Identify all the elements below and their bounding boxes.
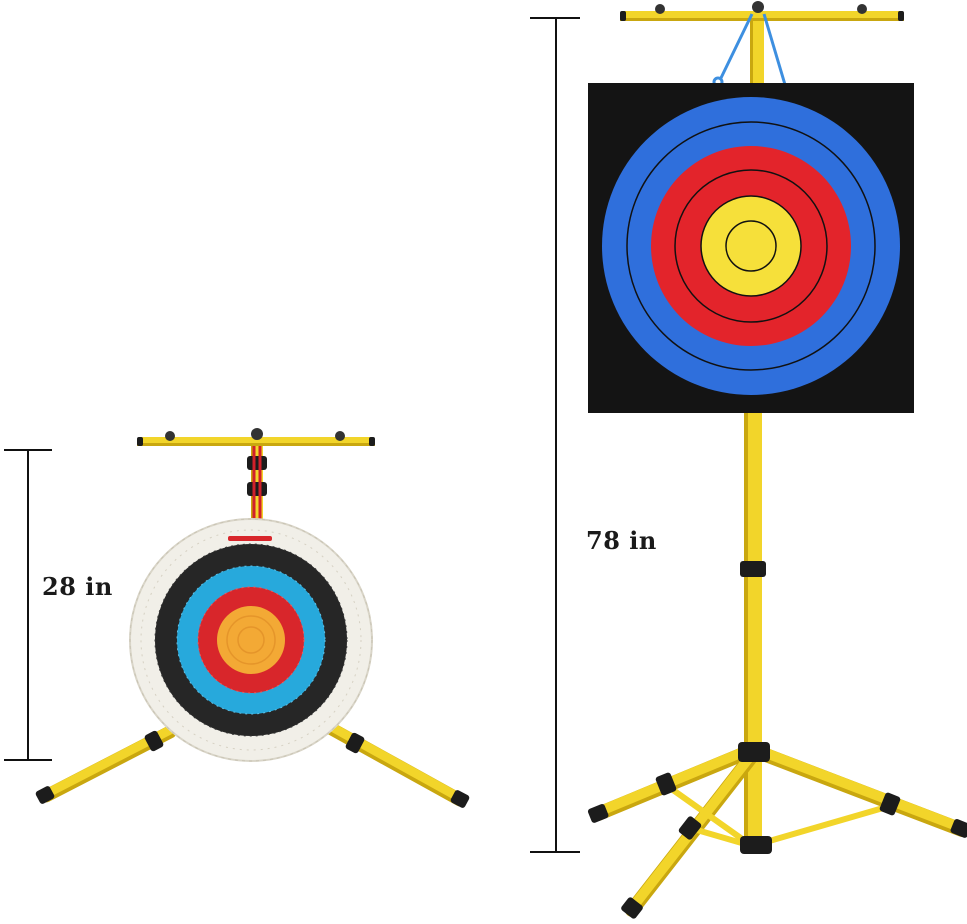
small-strap-lower <box>247 482 267 496</box>
large-height-label: 78 in <box>586 526 657 555</box>
large-lower-hub <box>740 836 772 854</box>
small-dimension-line <box>4 449 52 761</box>
large-foot-right <box>950 819 967 838</box>
large-pole-clamp <box>740 561 766 577</box>
small-leg-clamp-right <box>345 732 365 754</box>
small-strap-upper <box>247 456 267 470</box>
large-stand-legs <box>591 745 967 917</box>
small-foot-left <box>35 786 55 804</box>
large-upper-hub <box>738 742 770 762</box>
large-tripod-stand <box>587 1 967 919</box>
small-tripod-stand <box>35 428 470 808</box>
straw-archery-target <box>129 518 373 762</box>
large-dimension-line <box>530 17 580 853</box>
large-foot-left <box>587 804 609 823</box>
small-height-label: 28 in <box>42 572 113 601</box>
foam-square-archery-target <box>588 83 914 413</box>
large-stand-pole <box>744 410 762 850</box>
large-foot-front <box>621 897 643 919</box>
small-foot-right <box>450 790 470 808</box>
small-leg-clamp-left <box>144 730 164 752</box>
